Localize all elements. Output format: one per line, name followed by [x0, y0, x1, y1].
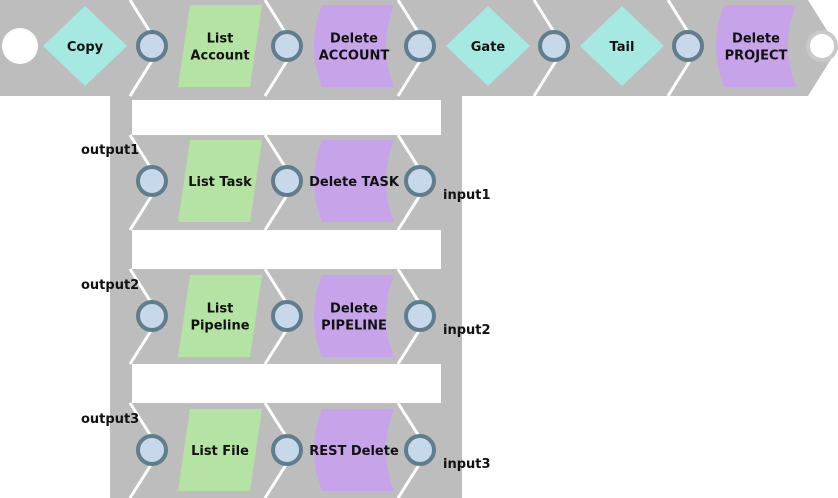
snap-gate[interactable]	[446, 6, 530, 86]
snap-rest-delete[interactable]	[314, 409, 394, 491]
pipeline-end-port[interactable]	[806, 30, 838, 62]
pipeline-ports	[2, 28, 838, 466]
snap-delete-task-label: Delete TASK	[309, 175, 400, 190]
branch-2-output-port[interactable]	[404, 300, 436, 332]
output-label-3: output3	[81, 412, 139, 427]
snap-delete-account[interactable]	[314, 5, 394, 87]
snap-tail[interactable]	[580, 6, 664, 86]
branch-right-bar	[441, 96, 462, 498]
snap-copy-label: Copy	[67, 40, 104, 55]
main-port-1[interactable]	[136, 30, 168, 62]
main-port-2[interactable]	[271, 30, 303, 62]
main-port-5[interactable]	[672, 30, 704, 62]
branch-3-input-port[interactable]	[136, 434, 168, 466]
snap-delete-pipeline[interactable]	[314, 275, 394, 357]
snap-list-task-label: List Task	[188, 175, 252, 190]
snap-list-pipeline[interactable]	[178, 275, 262, 357]
snap-list-file[interactable]	[178, 409, 262, 491]
snap-list-account[interactable]	[178, 5, 262, 87]
snap-tail-label: Tail	[610, 40, 635, 55]
snap-delete-project[interactable]	[716, 5, 796, 87]
branch-3-mid-port[interactable]	[271, 434, 303, 466]
branch-3-output-port[interactable]	[404, 434, 436, 466]
branch-1-input-port[interactable]	[136, 165, 168, 197]
branch-2-input-port[interactable]	[136, 300, 168, 332]
input-label-1: input1	[443, 188, 491, 203]
snap-rest-delete-label: REST Delete	[309, 444, 399, 459]
output-label-2: output2	[81, 278, 139, 293]
branch-2-mid-port[interactable]	[271, 300, 303, 332]
pipeline-snaps	[43, 5, 796, 491]
snap-list-file-label: List File	[191, 444, 249, 459]
snap-delete-task[interactable]	[314, 140, 394, 222]
output-label-1: output1	[81, 143, 139, 158]
main-port-3[interactable]	[404, 30, 436, 62]
input-label-3: input3	[443, 457, 491, 472]
snap-gate-label: Gate	[471, 40, 506, 55]
snap-list-task[interactable]	[178, 140, 262, 222]
branch-top-strip	[132, 96, 441, 100]
branch-left-bar	[110, 96, 132, 498]
branch-1-mid-port[interactable]	[271, 165, 303, 197]
branch-1-output-port[interactable]	[404, 165, 436, 197]
snap-copy[interactable]	[43, 6, 127, 86]
input-label-2: input2	[443, 323, 491, 338]
pipeline-start-port[interactable]	[2, 28, 38, 64]
main-port-4[interactable]	[538, 30, 570, 62]
